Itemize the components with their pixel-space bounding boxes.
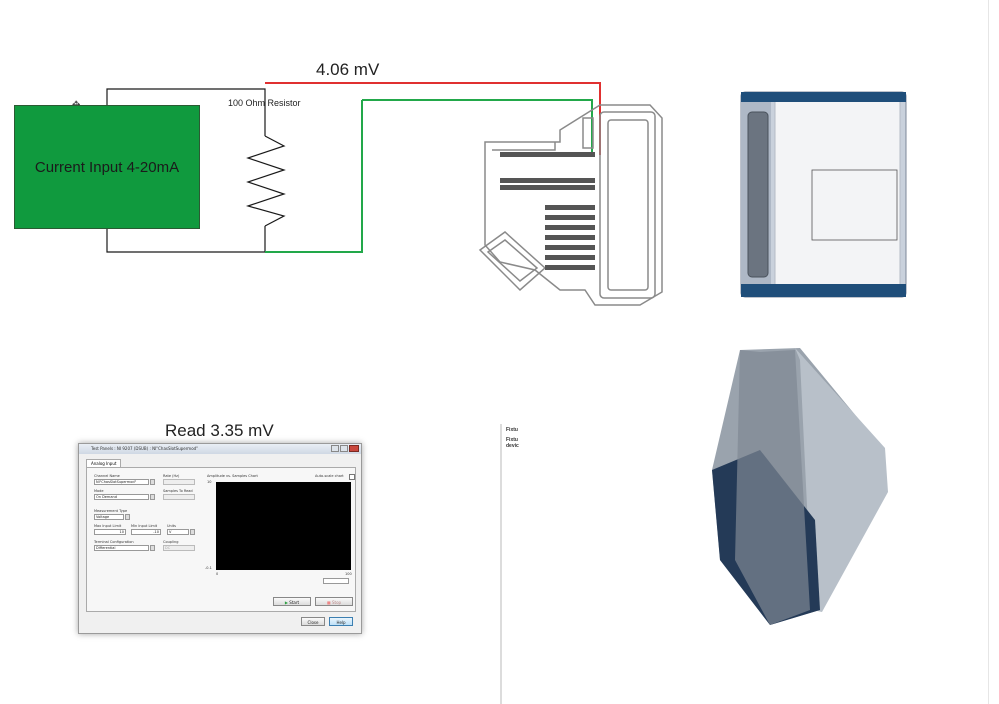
chart-y-top: 10 bbox=[207, 480, 212, 484]
wire-green-top bbox=[362, 99, 593, 155]
samples-field bbox=[163, 494, 195, 500]
minimize-icon[interactable] bbox=[331, 445, 339, 452]
chart-value-field bbox=[323, 578, 349, 584]
window-titlebar[interactable]: Test Panels : NI 9207 (DSUB) : NI"ChasSl… bbox=[79, 444, 361, 454]
autoscale-checkbox[interactable] bbox=[349, 474, 355, 480]
panel-caption: Read 3.35 mV bbox=[165, 421, 274, 440]
terminal-block-drawing bbox=[478, 104, 663, 306]
chart-title: Amplitude vs. Samples Chart bbox=[207, 474, 258, 478]
right-divider bbox=[988, 0, 989, 704]
maximize-icon[interactable] bbox=[340, 445, 348, 452]
coupling-field: DC bbox=[163, 545, 195, 551]
wire-bottom bbox=[106, 226, 266, 253]
measurement-field[interactable]: Voltage bbox=[94, 514, 124, 520]
rate-label: Rate (Hz) bbox=[163, 474, 180, 478]
doc-line-1: Fixtu bbox=[506, 427, 518, 433]
units-dropdown-icon[interactable] bbox=[190, 529, 195, 535]
rate-field bbox=[163, 479, 195, 485]
resistor-label: 100 Ohm Resistor bbox=[228, 98, 301, 108]
stop-icon: ■ bbox=[326, 600, 331, 605]
channel-name-field[interactable]: NI"ChasSlotSupermod" bbox=[94, 479, 149, 485]
ni-usb-device-image bbox=[712, 348, 888, 625]
doc-snippet: Fixtu Fixtu devic bbox=[506, 427, 519, 449]
help-button[interactable]: Help bbox=[329, 617, 353, 626]
terminal-config-label: Terminal Configuration bbox=[94, 540, 134, 544]
min-input-label: Min Input Limit bbox=[131, 524, 158, 528]
samples-label: Samples To Read bbox=[163, 489, 193, 493]
close-icon[interactable] bbox=[349, 445, 359, 452]
test-panel-window: Test Panels : NI 9207 (DSUB) : NI"ChasSl… bbox=[78, 443, 362, 634]
units-label: Units bbox=[167, 524, 176, 528]
terminal-dropdown-icon[interactable] bbox=[150, 545, 155, 551]
units-field[interactable]: V bbox=[167, 529, 189, 535]
terminal-pins bbox=[500, 152, 595, 270]
voltage-reading: 4.06 mV bbox=[316, 60, 380, 79]
wire-loop bbox=[106, 88, 266, 136]
chart-y-bottom: -0.1 bbox=[205, 566, 212, 570]
document-page-edge bbox=[500, 424, 502, 704]
chart-plot-area bbox=[216, 482, 351, 570]
max-input-field[interactable]: 10 bbox=[94, 529, 126, 535]
min-input-field[interactable]: -10 bbox=[131, 529, 161, 535]
ni-module-image bbox=[740, 91, 907, 298]
terminal-config-field[interactable]: Differential bbox=[94, 545, 149, 551]
current-source-box: Current Input 4-20mA bbox=[14, 105, 200, 229]
start-button[interactable]: ▶ Start bbox=[273, 597, 311, 606]
close-button[interactable]: Close bbox=[301, 617, 325, 626]
autoscale-label: Auto-scale chart bbox=[315, 474, 344, 478]
measurement-label: Measurement Type bbox=[94, 509, 128, 513]
resistor-symbol bbox=[245, 135, 286, 227]
measurement-dropdown-icon[interactable] bbox=[125, 514, 130, 520]
channel-dropdown-icon[interactable] bbox=[150, 479, 155, 485]
mode-field[interactable]: On Demand bbox=[94, 494, 149, 500]
chart-x-left: 0 bbox=[216, 572, 219, 576]
window-title: Test Panels : NI 9207 (DSUB) : NI"ChasSl… bbox=[91, 446, 199, 451]
stop-button[interactable]: ■ Stop bbox=[315, 597, 353, 606]
panel-content: Channel Name NI"ChasSlotSupermod" Rate (… bbox=[86, 467, 356, 612]
mode-dropdown-icon[interactable] bbox=[150, 494, 155, 500]
mode-label: Mode bbox=[94, 489, 104, 493]
wire-green-bottom bbox=[265, 100, 363, 253]
doc-line-3: devic bbox=[506, 443, 519, 449]
wire-red bbox=[265, 82, 601, 155]
channel-name-label: Channel Name bbox=[94, 474, 120, 478]
coupling-label: Coupling bbox=[163, 540, 179, 544]
doc-line-2: Fixtu bbox=[506, 437, 518, 443]
play-icon: ▶ bbox=[284, 600, 288, 605]
current-source-label: Current Input 4-20mA bbox=[34, 158, 180, 176]
chart-x-right: 100 bbox=[345, 572, 352, 576]
tab-analog-input[interactable]: Analog Input bbox=[86, 459, 122, 468]
max-input-label: Max Input Limit bbox=[94, 524, 122, 528]
